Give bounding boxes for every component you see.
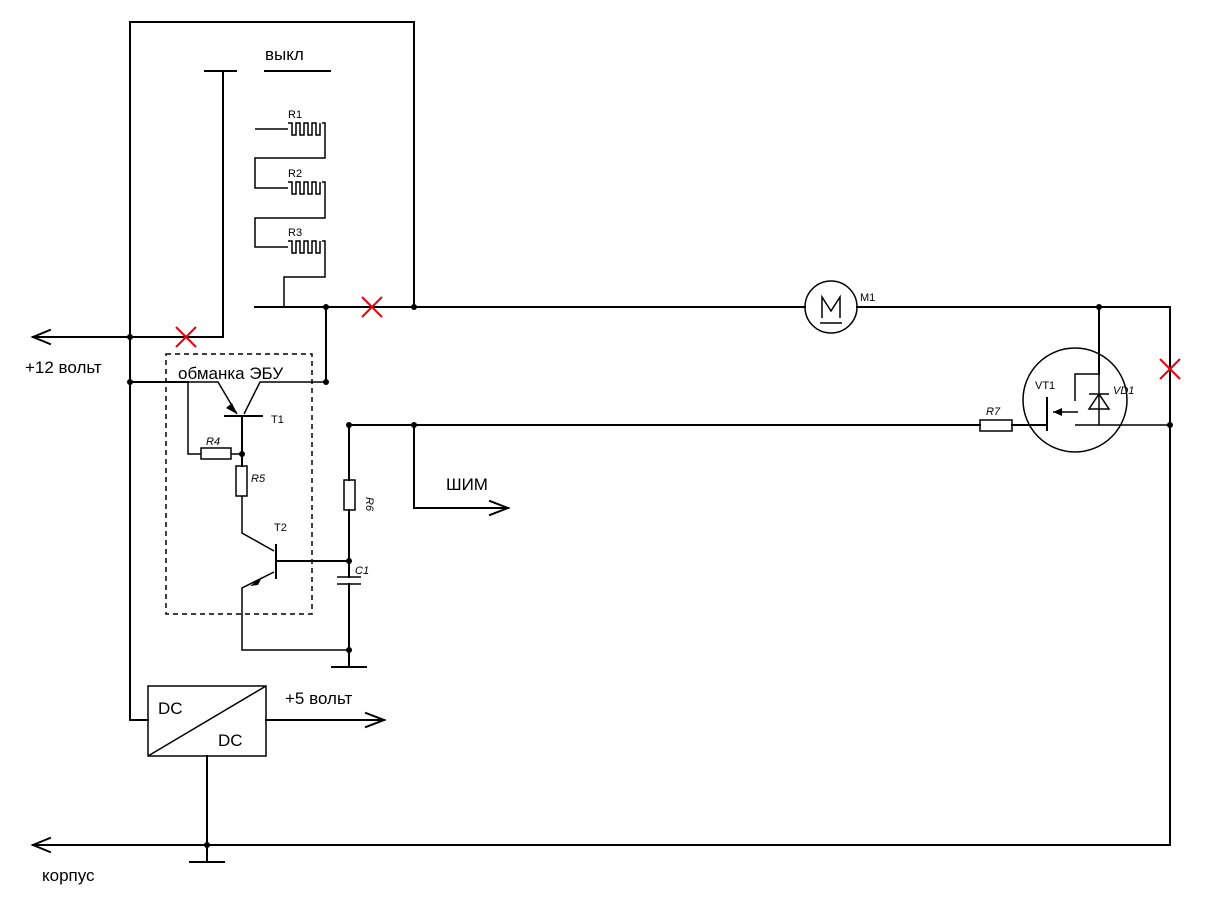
r6-label: R6 <box>363 497 375 512</box>
r5-label: R5 <box>251 473 266 485</box>
dc-input-label: DC <box>158 699 183 718</box>
chassis-line <box>30 836 1171 863</box>
r4-label: R4 <box>206 436 220 448</box>
transistor-t2 <box>241 544 349 651</box>
transistor-t1 <box>129 381 326 552</box>
ecu-spoof-box <box>165 353 313 615</box>
gate-line <box>348 419 1048 517</box>
cut-mark-right <box>1159 358 1181 380</box>
motor-line <box>254 306 1171 846</box>
junction-dots <box>127 304 1173 848</box>
vd1-label: VD1 <box>1113 385 1134 397</box>
t1-label: T1 <box>271 414 284 426</box>
plus12-label: +12 вольт <box>25 358 102 377</box>
r3-label: R3 <box>288 227 302 239</box>
r1-label: R1 <box>288 109 302 121</box>
cut-mark-left <box>175 326 197 348</box>
plus5-label: +5 вольт <box>285 689 352 708</box>
mosfet-vt1 <box>1022 306 1170 453</box>
r7-label: R7 <box>986 406 1001 418</box>
r6-c1-branch <box>275 424 367 668</box>
vt1-label: VT1 <box>1035 380 1055 392</box>
t2-label: T2 <box>274 522 287 534</box>
resistor-r1 <box>254 122 326 189</box>
off-label: выкл <box>265 45 304 64</box>
m1-label: M1 <box>860 292 875 304</box>
pwm-label: ШИМ <box>446 475 488 494</box>
motor-m1 <box>804 280 858 334</box>
resistor-r2 <box>254 181 326 248</box>
dc-dc-converter <box>129 685 387 846</box>
cut-mark-center <box>361 296 383 318</box>
c1-label: C1 <box>355 565 369 577</box>
r2-label: R2 <box>288 168 302 180</box>
chassis-label: корпус <box>42 866 95 885</box>
ecu-spoof-label: обманка ЭБУ <box>178 364 283 383</box>
top-loop-wires <box>30 21 415 721</box>
resistor-r3 <box>283 240 326 307</box>
dc-output-label: DC <box>218 731 243 750</box>
